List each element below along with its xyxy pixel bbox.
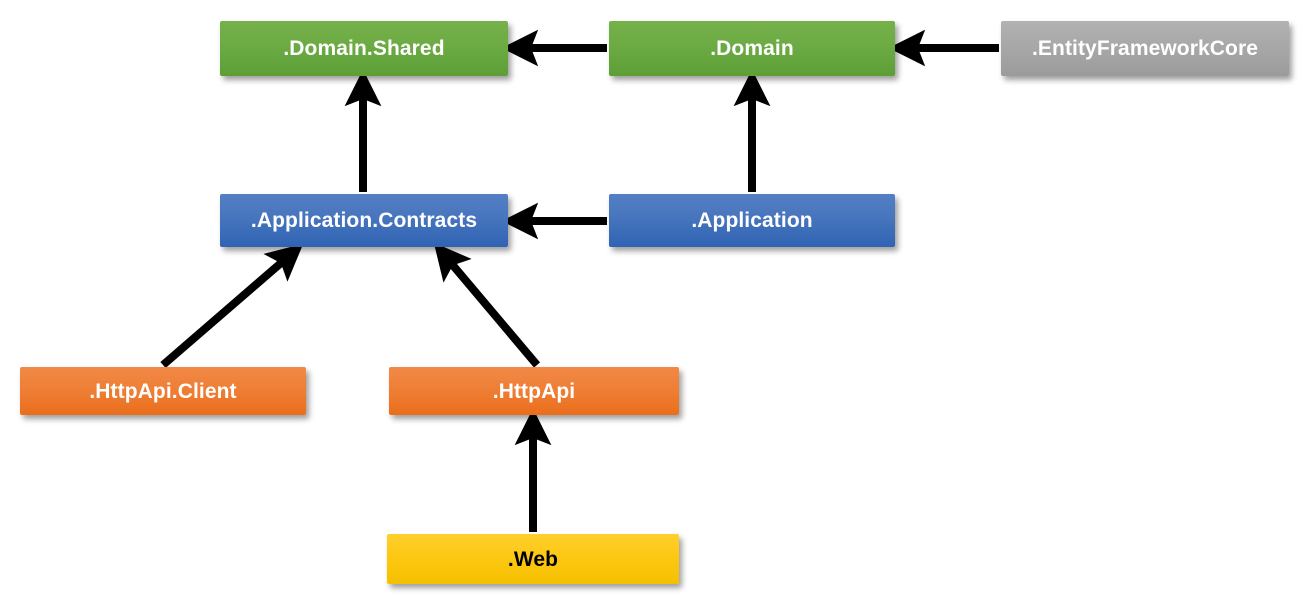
- arrow-httpapi-to-application-contracts: [433, 242, 541, 368]
- node-label-domain: .Domain: [710, 37, 794, 60]
- arrow-httpapi-client-to-application-contracts: [160, 243, 304, 369]
- node-application-contracts[interactable]: .Application.Contracts: [220, 194, 508, 247]
- node-label-domain-shared: .Domain.Shared: [283, 37, 445, 60]
- node-label-httpapi-client: .HttpApi.Client: [89, 379, 237, 403]
- node-httpapi[interactable]: .HttpApi: [389, 367, 679, 415]
- node-entity-framework-core[interactable]: .EntityFrameworkCore: [1001, 21, 1289, 76]
- node-web[interactable]: .Web: [387, 534, 679, 584]
- node-domain[interactable]: .Domain: [609, 21, 895, 76]
- node-label-application: .Application: [691, 209, 813, 232]
- node-label-web: .Web: [507, 547, 559, 571]
- node-domain-shared[interactable]: .Domain.Shared: [220, 21, 508, 76]
- node-httpapi-client[interactable]: .HttpApi.Client: [20, 367, 306, 415]
- node-label-entity-framework-core: .EntityFrameworkCore: [1031, 37, 1259, 60]
- node-label-httpapi: .HttpApi: [492, 379, 576, 403]
- node-application[interactable]: .Application: [609, 194, 895, 247]
- node-label-application-contracts: .Application.Contracts: [250, 209, 478, 232]
- dependency-arrows: [160, 29, 999, 532]
